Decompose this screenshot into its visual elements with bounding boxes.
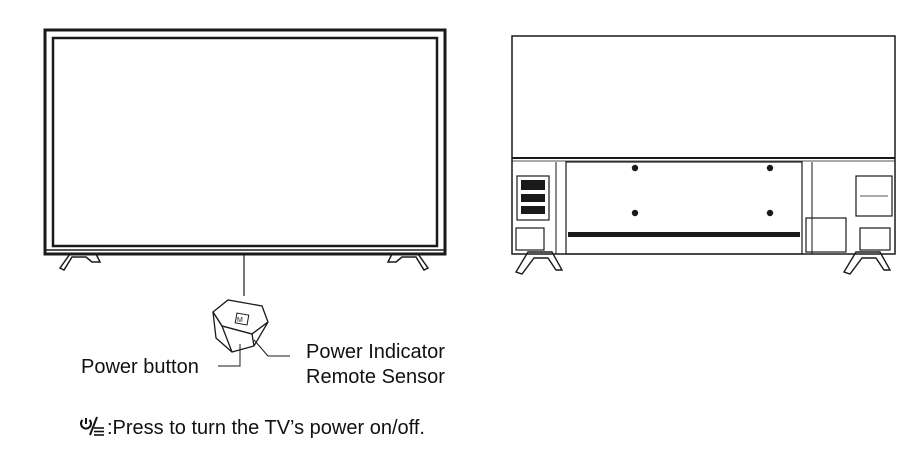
power-note: :Press to turn the TV’s power on/off. bbox=[79, 415, 425, 440]
power-standby-icon bbox=[80, 416, 104, 436]
rear-terminal-panel-left bbox=[516, 175, 550, 221]
control-unit-edge-2 bbox=[251, 333, 255, 347]
tv-rear-bar bbox=[568, 232, 800, 237]
rear-terminal-port bbox=[521, 180, 545, 190]
tv-rear-back-plate bbox=[565, 161, 803, 255]
tv-rear-outline bbox=[511, 35, 896, 255]
control-unit-mark: M bbox=[237, 317, 243, 324]
tv-front-view bbox=[43, 28, 447, 296]
rear-terminal-port bbox=[521, 194, 545, 202]
control-unit-closeup: M bbox=[212, 299, 290, 367]
power-button-label: Power button bbox=[81, 356, 199, 378]
tv-rear-stand-left bbox=[514, 251, 564, 275]
rear-terminal-port bbox=[521, 206, 545, 214]
tv-front-frame bbox=[43, 28, 447, 256]
rear-center-box bbox=[805, 217, 847, 253]
power-note-text: :Press to turn the TV’s power on/off. bbox=[107, 417, 425, 439]
mount-hole bbox=[631, 209, 639, 217]
tv-rear-stand-right bbox=[842, 251, 892, 275]
mount-hole bbox=[766, 164, 774, 172]
remote-sensor-label: Remote Sensor bbox=[306, 366, 445, 388]
control-unit-body bbox=[212, 311, 269, 353]
power-button-leader bbox=[218, 344, 241, 367]
rear-terminal-panel-right bbox=[855, 175, 893, 217]
mount-hole bbox=[631, 164, 639, 172]
tv-rear-view bbox=[511, 35, 896, 275]
remote-sensor-window bbox=[234, 312, 250, 326]
tv-front-stand-right bbox=[386, 253, 430, 271]
mount-hole bbox=[766, 209, 774, 217]
rear-right-block bbox=[859, 227, 891, 251]
tv-front-stand-left bbox=[58, 253, 102, 271]
indicator-leader bbox=[253, 339, 290, 357]
tv-front-screen bbox=[51, 36, 439, 248]
control-unit-edge bbox=[221, 325, 233, 353]
rear-left-block bbox=[515, 227, 545, 251]
power-indicator-label: Power Indicator bbox=[306, 341, 445, 363]
